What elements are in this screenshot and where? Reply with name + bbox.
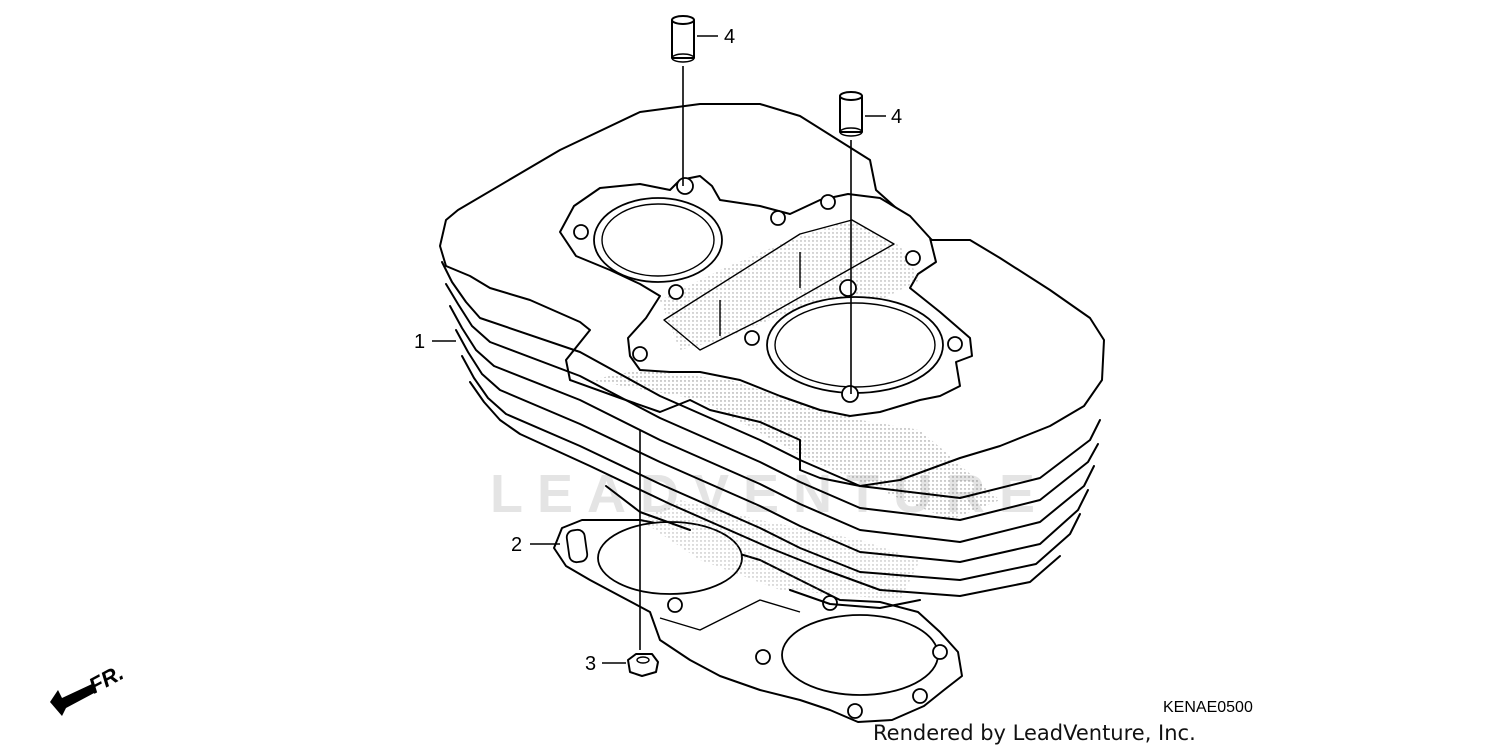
- callout-1: 1: [414, 331, 425, 353]
- front-direction-arrow-icon: [50, 684, 96, 716]
- callout-3: 3: [585, 653, 596, 675]
- base-gasket[interactable]: [553, 519, 963, 723]
- callout-4a: 4: [724, 26, 735, 48]
- callout-2: 2: [511, 534, 522, 556]
- dowel-pin-left[interactable]: [671, 15, 695, 63]
- render-credit: Rendered by LeadVenture, Inc.: [873, 721, 1196, 745]
- cylinder-block[interactable]: [439, 103, 1105, 609]
- dowel-pin-right[interactable]: [839, 91, 863, 137]
- callout-4b: 4: [891, 106, 902, 128]
- diagram-code: KENAE0500: [1163, 699, 1253, 716]
- flange-nut[interactable]: [627, 653, 659, 677]
